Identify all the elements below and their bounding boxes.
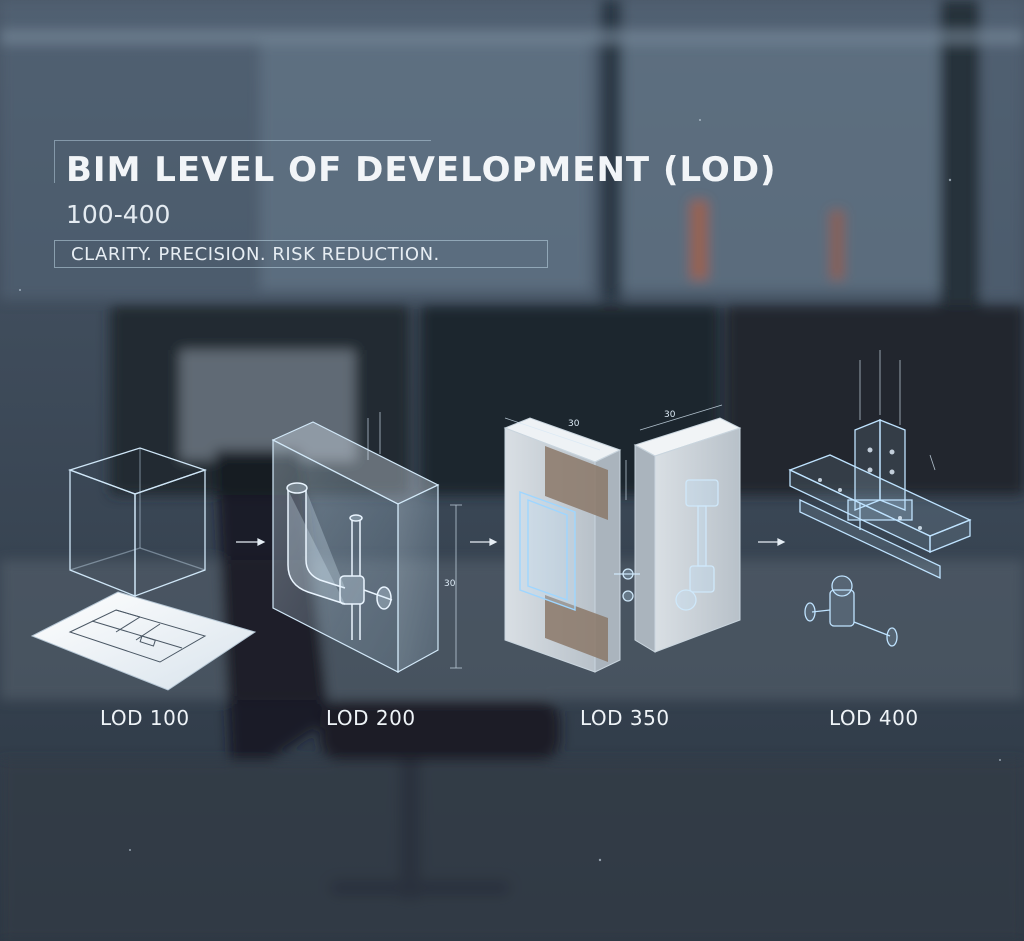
title-frame	[54, 140, 431, 183]
arrow-right-icon	[236, 538, 266, 546]
page-subtitle: 100-400	[66, 200, 171, 229]
stage-label-lod-350: LOD 350	[580, 706, 670, 730]
tagline-box: CLARITY. PRECISION. RISK REDUCTION.	[54, 240, 548, 268]
translucent-wall-pipes-icon: 30	[271, 412, 462, 674]
lod350-dimension-right: 30	[664, 410, 676, 420]
page-title: BIM LEVEL OF DEVELOPMENT (LOD)	[66, 150, 777, 190]
lod200-dimension: 30	[444, 579, 456, 589]
steel-connection-icon	[788, 350, 972, 647]
arrow-right-icon	[758, 538, 786, 546]
floor-plan-sheet-icon	[30, 591, 257, 691]
wall-assembly-icon: 30 30	[503, 404, 742, 673]
arrow-right-icon	[470, 538, 498, 546]
massing-cube-icon	[67, 447, 208, 597]
stage-label-lod-100: LOD 100	[100, 706, 190, 730]
stage-label-lod-400: LOD 400	[829, 706, 919, 730]
tagline-text: CLARITY. PRECISION. RISK REDUCTION.	[71, 244, 440, 265]
lod350-dimension-left: 30	[568, 419, 580, 429]
stage-label-lod-200: LOD 200	[326, 706, 416, 730]
